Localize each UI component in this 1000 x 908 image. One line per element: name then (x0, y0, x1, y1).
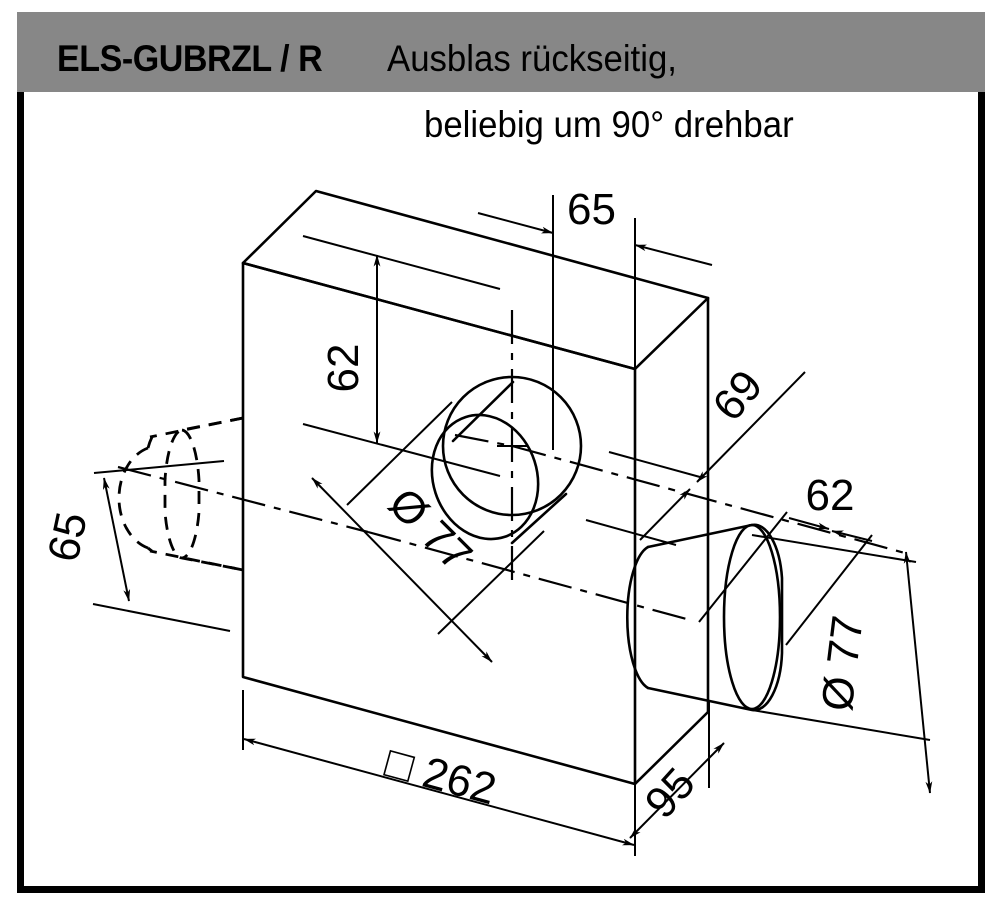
header-text-row: ELS-GUBRZL / R Ausblas rückseitig, (57, 38, 696, 80)
description-line-1: Ausblas rückseitig, (387, 38, 678, 79)
header-band: ELS-GUBRZL / R Ausblas rückseitig, (17, 12, 985, 92)
description-line-2: beliebig um 90° drehbar (424, 104, 794, 145)
model-code-label: ELS-GUBRZL / R (57, 38, 323, 79)
drawing-frame (17, 92, 985, 893)
frame-left-edge (17, 92, 24, 893)
